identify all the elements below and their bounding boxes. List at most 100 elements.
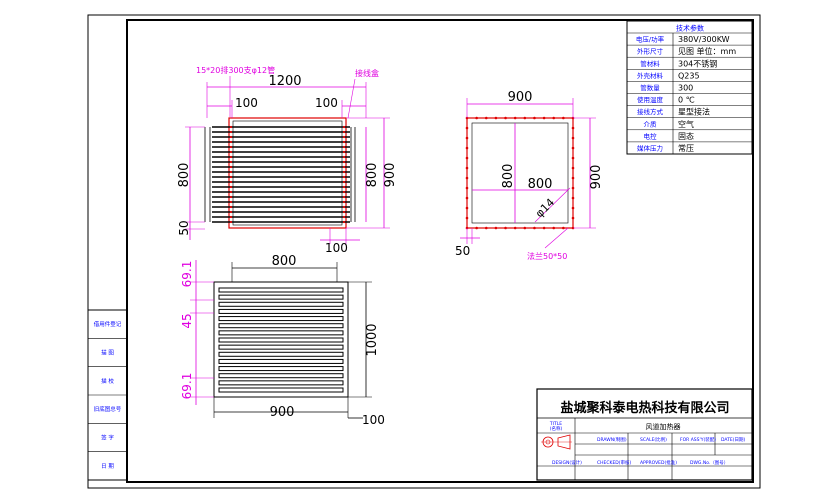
tech-row-value: Q235 (678, 71, 700, 80)
flange-hole (465, 196, 469, 200)
tech-row-value: 星型接法 (678, 107, 710, 117)
tb-design: DESIGN(设计) (552, 459, 582, 466)
front-tube-array (212, 125, 350, 224)
tech-row-value: 300 (678, 84, 693, 93)
front-dim-1200: 1200 (268, 74, 301, 89)
tech-row-value: 固态 (678, 131, 694, 141)
front-tube-end (229, 130, 233, 134)
flange-hole (465, 126, 469, 130)
top-dim-100: 100 (362, 413, 385, 427)
front-tube-end (229, 165, 233, 169)
flange-hole (494, 226, 498, 230)
side-panel-item: 描 图 (101, 349, 114, 357)
front-view: 1200 100 100 15*20排300支φ12管 接线盒 800 50 8… (177, 65, 398, 255)
top-tube (218, 294, 344, 300)
front-tube-end (229, 205, 233, 209)
side-panel-item: 签 字 (101, 434, 114, 442)
flange-hole (465, 166, 469, 170)
front-tube-end (229, 210, 233, 214)
top-dim-1000: 1000 (365, 323, 380, 356)
flange-hole (465, 146, 469, 150)
front-tube-end (229, 180, 233, 184)
tech-row-label: 管材料 (640, 59, 660, 68)
front-tube-end (342, 150, 346, 154)
top-tube (218, 287, 344, 293)
flange-hole (571, 146, 575, 150)
flange-hole (465, 176, 469, 180)
front-tube-end (342, 135, 346, 139)
front-frame (228, 117, 347, 229)
flange-hole (571, 136, 575, 140)
side-dim-900-top: 900 (508, 90, 533, 105)
top-tube-array (218, 287, 344, 393)
tech-row-label: 媒体压力 (637, 144, 663, 153)
front-tube-end (229, 195, 233, 199)
front-tube-end (229, 140, 233, 144)
tb-drawn: DRAWN(制图) (597, 436, 627, 443)
outer-frame (87, 14, 761, 489)
top-tube (218, 358, 344, 364)
side-panel-item: 旧底图总号 (94, 405, 122, 413)
front-tube-end (229, 190, 233, 194)
side-dim-hole: φ14 (533, 196, 557, 220)
side-dim-800-w: 800 (528, 177, 553, 192)
top-tube (218, 344, 344, 350)
flange-hole (571, 186, 575, 190)
flange-hole (552, 226, 556, 230)
front-note-box: 接线盒 (355, 68, 379, 78)
top-dim-800: 800 (272, 254, 297, 269)
front-tube-end (342, 185, 346, 189)
flange-hole (562, 226, 565, 230)
tb-checked: CHECKED(审核) (597, 459, 632, 466)
flange-hole (513, 116, 517, 120)
flange-hole (571, 166, 575, 170)
tb-date: DATE(日期) (721, 437, 745, 443)
company-name: 盐城聚科泰电热科技有限公司 (560, 400, 729, 416)
front-tube-end (342, 175, 346, 179)
top-tube (218, 301, 344, 307)
front-tube-end (342, 125, 346, 129)
front-tube-end (229, 135, 233, 139)
flange-hole (571, 196, 575, 200)
tb-approved: APPROVED(批准) (640, 459, 677, 466)
front-tube-end (342, 130, 346, 134)
flange-hole (571, 156, 575, 160)
top-tube (218, 366, 344, 372)
front-tube-end (229, 185, 233, 189)
front-tube-end (342, 190, 346, 194)
front-dim-900-right: 900 (383, 163, 398, 188)
tb-for-assy: FOR ASS'Y(装配) (680, 436, 716, 443)
front-tube-end (229, 155, 233, 159)
inner-frame (126, 19, 754, 483)
side-dim-50: 50 (455, 244, 470, 258)
tb-dwg-no: DWG.No.（图号） (690, 460, 728, 466)
top-dim-69-1-a: 69.1 (180, 261, 194, 288)
tech-row-value: 空气 (678, 119, 694, 129)
side-view: 900 800 800 900 φ14 50 法兰50*50 (455, 90, 604, 261)
front-tube-end (342, 220, 346, 224)
front-tube-end (229, 125, 233, 129)
front-note-tubes: 15*20排300支φ12管 (196, 65, 275, 75)
front-tube-end (342, 215, 346, 219)
flange-hole (552, 116, 556, 120)
front-tube-end (342, 155, 346, 159)
tech-row-value: 见图 单位：mm (678, 46, 736, 56)
flange-hole (494, 116, 498, 120)
front-dim-100-right: 100 (315, 96, 338, 110)
front-tube-end (229, 215, 233, 219)
flange-hole (562, 116, 565, 120)
tech-row-label: 接线方式 (637, 107, 664, 116)
front-dim-100-left: 100 (235, 96, 258, 110)
top-tube (218, 351, 344, 357)
front-tube-end (342, 195, 346, 199)
tech-row-label: 外壳材料 (637, 71, 664, 80)
front-tube-end (229, 175, 233, 179)
projection-symbol-icon (541, 434, 572, 450)
side-note-flange: 法兰50*50 (527, 251, 567, 261)
top-dim-69-1-b: 69.1 (180, 373, 194, 400)
front-dim-50: 50 (177, 220, 191, 235)
top-tube (218, 308, 344, 314)
front-tube-end (342, 210, 346, 214)
